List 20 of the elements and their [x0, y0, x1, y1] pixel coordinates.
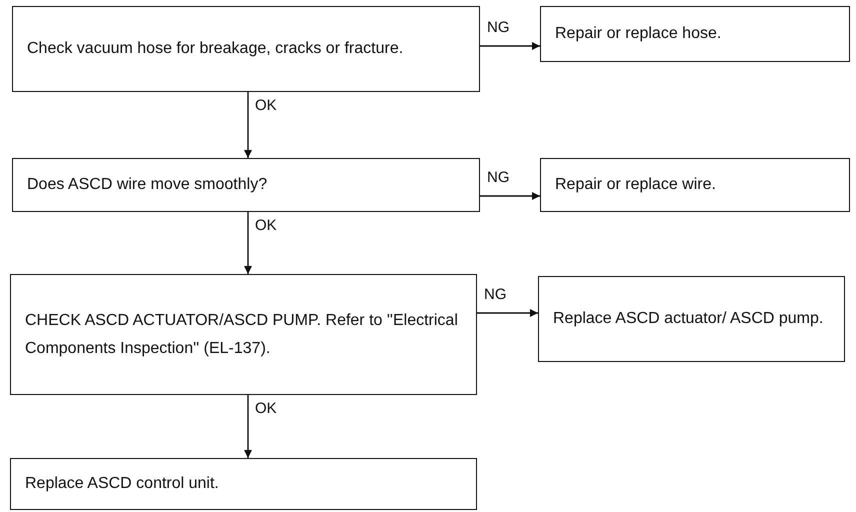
process-box [10, 274, 477, 395]
arrow [244, 212, 252, 274]
process-box [540, 6, 850, 62]
process-box [538, 276, 845, 362]
arrow [477, 309, 538, 317]
step-text: Check vacuum hose for breakage, cracks or fracture. [27, 39, 404, 59]
process-box [540, 158, 850, 212]
arrow [244, 92, 252, 158]
step-text: Repair or replace hose. [555, 24, 722, 44]
process-box [10, 458, 477, 510]
step-text: Replace ASCD control unit. [25, 474, 220, 494]
arrow [244, 395, 252, 458]
arrow [480, 42, 540, 50]
process-box [12, 158, 480, 212]
step-text: Does ASCD wire move smoothly? [27, 175, 268, 195]
step-text: Repair or replace wire. [555, 175, 717, 195]
process-box [12, 6, 480, 92]
step-text: CHECK ASCD ACTUATOR/ASCD PUMP. Refer to ''Electrical Components Inspection'' (EL-137). [25, 310, 459, 358]
arrow [480, 192, 540, 200]
step-text: Replace ASCD actuator/ ASCD pump. [553, 309, 824, 329]
